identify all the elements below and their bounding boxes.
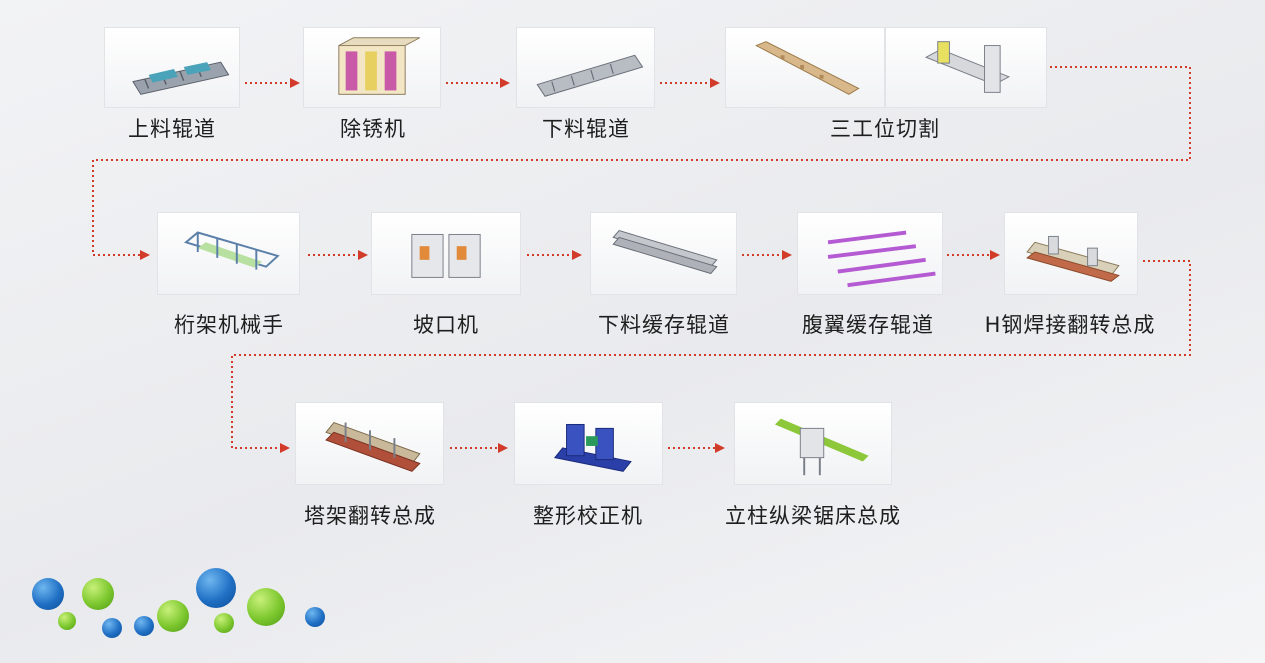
arrow-2-3	[446, 78, 510, 88]
rust-removal-machine-icon	[338, 37, 421, 95]
arrow-7-8	[742, 250, 792, 260]
bubble-icon	[214, 613, 234, 633]
row-connector-2	[231, 260, 1191, 449]
step-1-label: 上料辊道	[128, 117, 216, 141]
bubble-icon	[32, 578, 64, 610]
step-10-label: 塔架翻转总成	[304, 504, 436, 528]
arrow-10-11	[450, 443, 508, 453]
cutting-station-icon	[755, 41, 860, 95]
step-12-label: 立柱纵梁锯床总成	[725, 504, 901, 528]
arrow-1-2	[245, 78, 300, 88]
step-5-label: 桁架机械手	[174, 313, 284, 337]
step-5-image	[157, 212, 300, 295]
step-3-image	[516, 27, 655, 108]
arrow-6-7	[527, 250, 582, 260]
step-4-image-a	[725, 27, 885, 108]
h-beam-welding-icon	[1025, 235, 1120, 282]
sawing-machine-icon	[774, 418, 869, 476]
buffer-conveyor-icon	[612, 230, 718, 275]
step-6-image	[371, 212, 521, 295]
bubble-icon	[157, 600, 189, 632]
roller-conveyor-icon	[536, 54, 644, 97]
bubble-icon	[305, 607, 325, 627]
tower-flip-icon	[325, 421, 421, 472]
step-9-image	[1004, 212, 1138, 295]
step-2-image	[303, 27, 441, 108]
step-1-image	[104, 27, 240, 108]
step-8-image	[797, 212, 943, 295]
web-flange-buffer-icon	[827, 230, 936, 288]
roller-conveyor-icon	[132, 61, 230, 95]
step-7-image	[590, 212, 737, 295]
step-3-label: 下料辊道	[542, 117, 630, 141]
bubble-icon	[58, 612, 76, 630]
beveling-machine-icon	[411, 233, 481, 278]
arrow-8-9	[947, 250, 1000, 260]
step-4-label: 三工位切割	[830, 117, 940, 141]
step-4-image-b	[885, 27, 1047, 108]
bubble-icon	[196, 568, 236, 608]
arrow-5-6	[308, 250, 368, 260]
step-6-label: 坡口机	[413, 313, 479, 337]
cutting-station-icon	[924, 41, 1011, 93]
bubble-icon	[82, 578, 114, 610]
step-11-image	[514, 402, 663, 485]
step-12-image	[734, 402, 892, 485]
step-2-label: 除锈机	[340, 117, 406, 141]
step-11-label: 整形校正机	[533, 504, 643, 528]
step-10-image	[295, 402, 444, 485]
row-connector-1	[92, 66, 1191, 256]
bubble-icon	[247, 588, 285, 626]
arrow-3-4	[660, 78, 720, 88]
gantry-manipulator-icon	[184, 231, 280, 270]
step-9-label: H钢焊接翻转总成	[984, 313, 1156, 337]
step-7-label: 下料缓存辊道	[598, 313, 730, 337]
step-8-label: 腹翼缓存辊道	[802, 313, 934, 337]
bubble-icon	[134, 616, 154, 636]
straightening-machine-icon	[553, 423, 632, 472]
bubble-icon	[102, 618, 122, 638]
arrow-11-12	[668, 443, 725, 453]
